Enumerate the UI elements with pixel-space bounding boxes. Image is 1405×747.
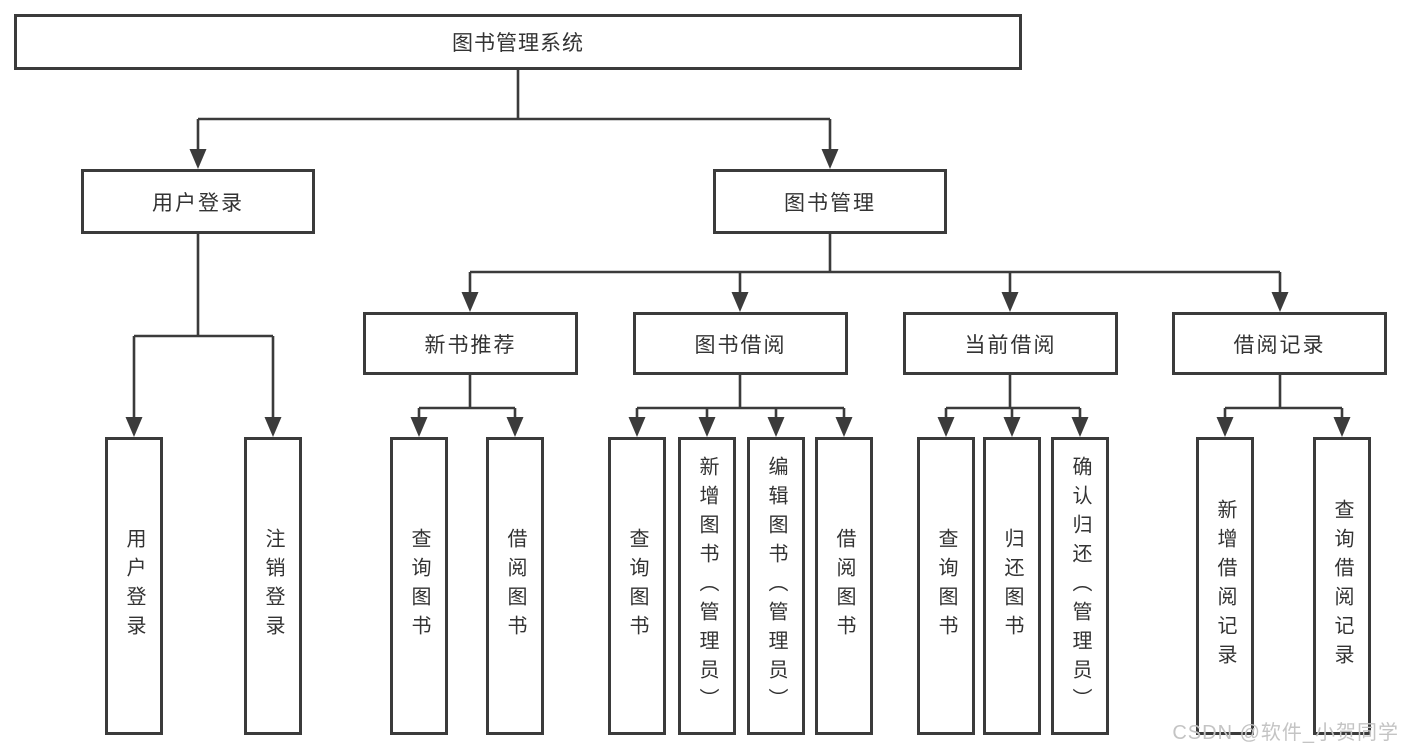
arrow-down-icon xyxy=(767,417,785,437)
leaf-user-login: 用户登录 xyxy=(105,437,163,735)
leaf-recommend-borrow-book: 借阅图书 xyxy=(486,437,544,735)
arrow-down-icon xyxy=(1071,417,1089,437)
connector-user-login-to-leaves xyxy=(132,234,275,419)
arrow-down-icon xyxy=(698,417,716,437)
arrow-down-icon xyxy=(937,417,955,437)
leaf-current-confirm-return-admin: 确认归还（管理员） xyxy=(1051,437,1109,735)
arrow-down-icon xyxy=(125,417,143,437)
arrow-down-icon xyxy=(410,417,428,437)
arrow-down-icon xyxy=(821,149,839,169)
leaf-records-query-record: 查询借阅记录 xyxy=(1313,437,1371,735)
connector-book-management-to-level3 xyxy=(468,234,1282,294)
connector-root-to-level2 xyxy=(196,70,832,151)
arrow-down-icon xyxy=(1271,292,1289,312)
arrow-down-icon xyxy=(189,149,207,169)
arrow-down-icon xyxy=(264,417,282,437)
arrow-down-icon xyxy=(1216,417,1234,437)
arrow-down-icon xyxy=(1003,417,1021,437)
arrow-down-icon xyxy=(835,417,853,437)
arrow-down-icon xyxy=(628,417,646,437)
leaf-current-query-book: 查询图书 xyxy=(917,437,975,735)
arrow-down-icon xyxy=(1001,292,1019,312)
leaf-borrow-query-book: 查询图书 xyxy=(608,437,666,735)
node-root: 图书管理系统 xyxy=(14,14,1022,70)
csdn-watermark: CSDN @软件_小贺同学 xyxy=(1172,722,1399,744)
arrow-down-icon xyxy=(731,292,749,312)
arrow-down-icon xyxy=(461,292,479,312)
leaf-recommend-query-book: 查询图书 xyxy=(390,437,448,735)
leaf-logout: 注销登录 xyxy=(244,437,302,735)
connector-book-borrow-to-leaves xyxy=(635,375,846,419)
connector-borrow-records-to-leaves xyxy=(1223,375,1344,419)
connector-new-book-recommend-to-leaves xyxy=(417,375,517,419)
node-new-book-recommend: 新书推荐 xyxy=(363,312,578,375)
node-user-login: 用户登录 xyxy=(81,169,315,234)
node-current-borrow: 当前借阅 xyxy=(903,312,1118,375)
node-borrow-records: 借阅记录 xyxy=(1172,312,1387,375)
node-book-management: 图书管理 xyxy=(713,169,947,234)
arrow-down-icon xyxy=(506,417,524,437)
leaf-borrow-add-book-admin: 新增图书（管理员） xyxy=(678,437,736,735)
connector-current-borrow-to-leaves xyxy=(944,375,1082,419)
arrow-down-icon xyxy=(1333,417,1351,437)
leaf-current-return-book: 归还图书 xyxy=(983,437,1041,735)
leaf-borrow-edit-book-admin: 编辑图书（管理员） xyxy=(747,437,805,735)
leaf-borrow-borrow-book: 借阅图书 xyxy=(815,437,873,735)
leaf-records-add-record: 新增借阅记录 xyxy=(1196,437,1254,735)
node-book-borrow: 图书借阅 xyxy=(633,312,848,375)
